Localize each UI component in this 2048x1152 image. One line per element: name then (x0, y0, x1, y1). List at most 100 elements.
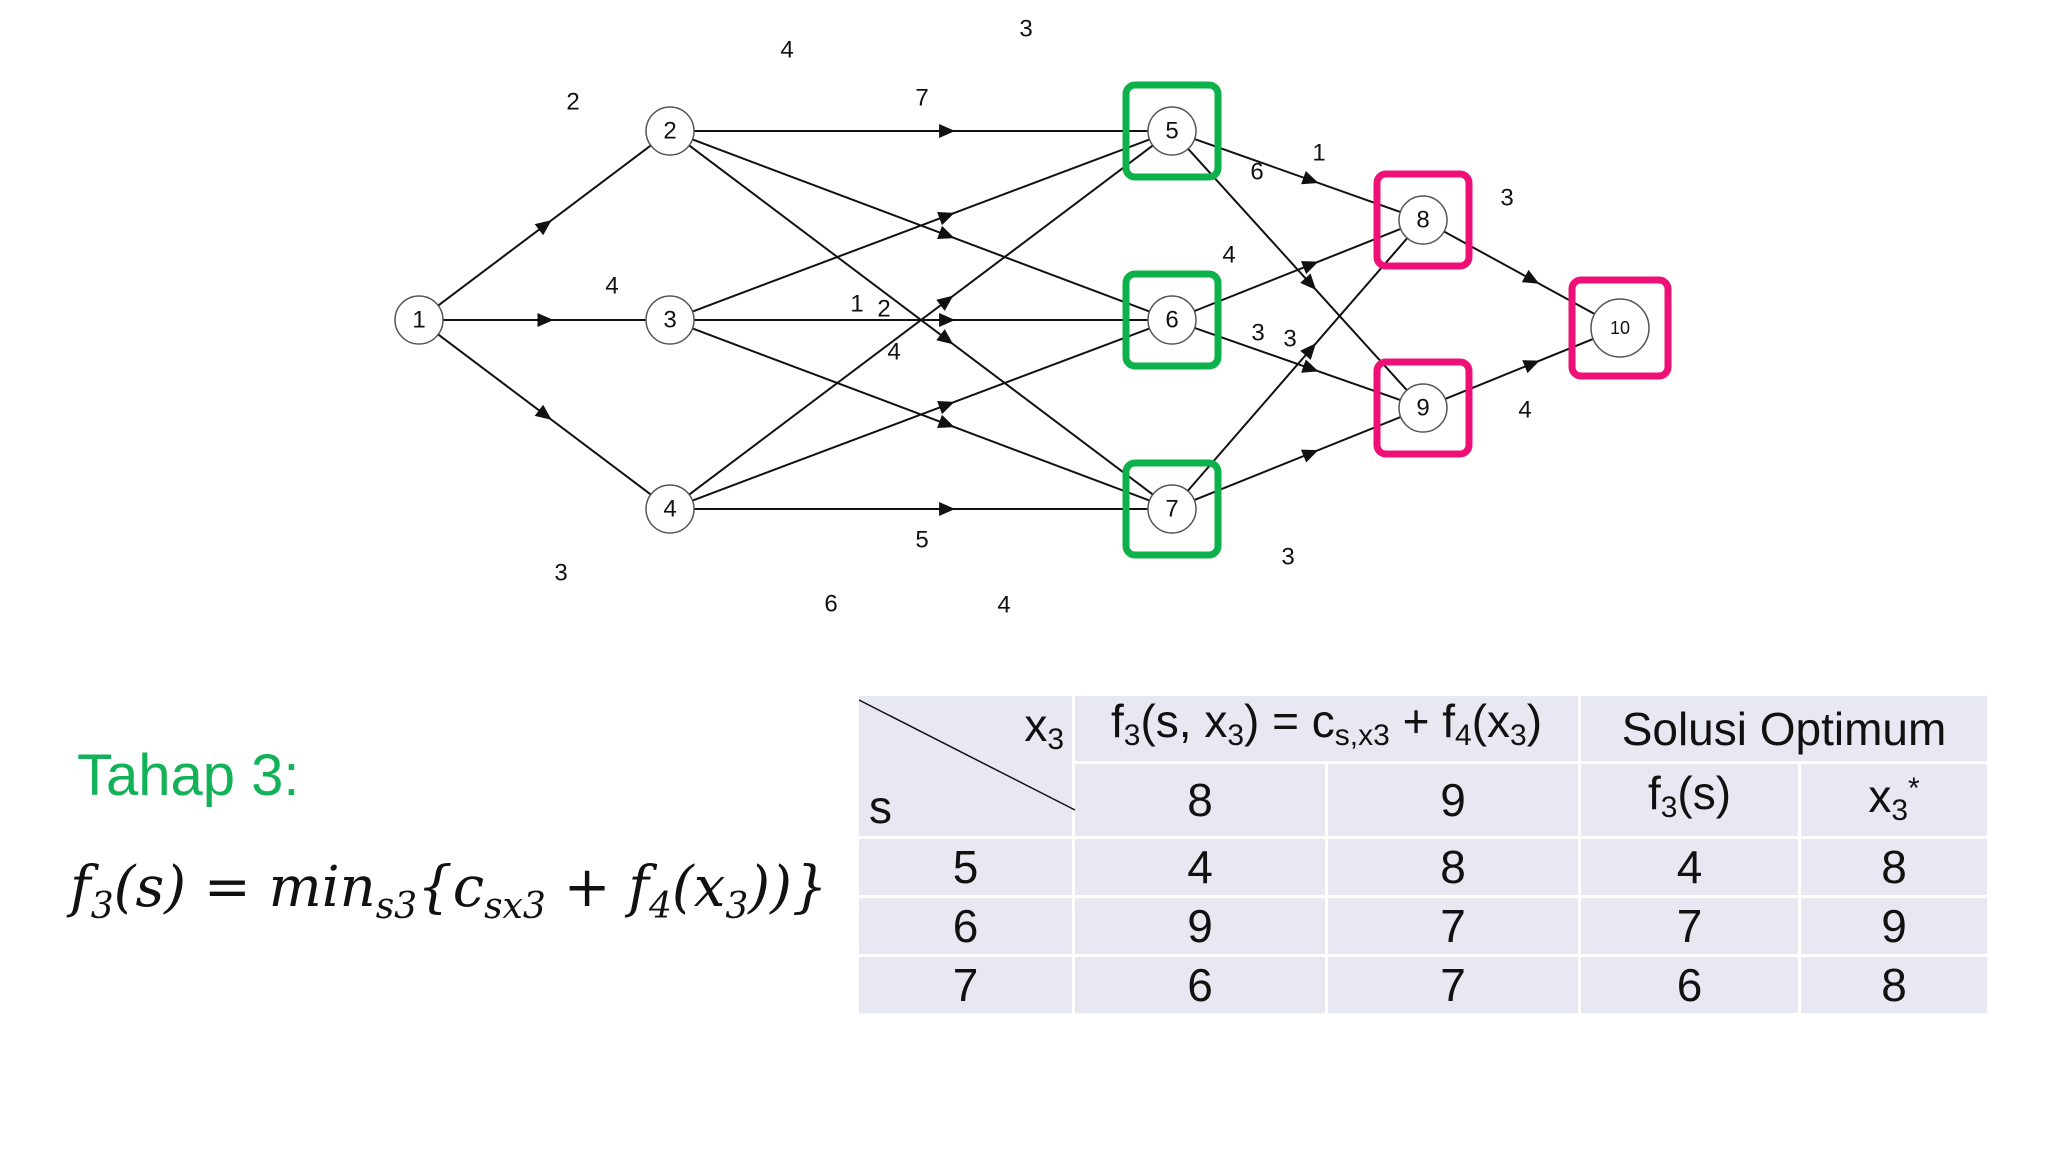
node-6-circle (1147, 295, 1197, 345)
corner-x-label: x3 (1024, 699, 1064, 756)
optimum-header: Solusi Optimum (1578, 693, 1991, 764)
highlight-box-node-9 (1373, 358, 1473, 458)
edge-4-5 (688, 144, 1154, 496)
cell-v8: 4 (1072, 836, 1328, 898)
edge-weight-label: 2 (566, 88, 579, 115)
edge-arrowhead-9-10 (1522, 360, 1540, 374)
edge-weight-label: 5 (915, 526, 928, 553)
cell-v8: 6 (1072, 954, 1328, 1016)
cell-f3: 4 (1578, 836, 1802, 898)
cost-formula-header: f3(s, x3) = cs,x3 + f4(x3) (1071, 693, 1582, 764)
node-5-circle (1147, 106, 1197, 156)
cell-f3: 6 (1578, 954, 1802, 1016)
highlight-box-node-6 (1122, 270, 1222, 370)
edge-weight-label: 4 (887, 338, 900, 365)
col-header-f3: f3(s) (1578, 761, 1802, 839)
cell-x3: 9 (1798, 895, 1991, 957)
edge-weight-label: 3 (1281, 543, 1294, 570)
edge-arrowhead-1-3 (537, 313, 554, 327)
col-header-9: 9 (1324, 761, 1582, 839)
edge-3-5 (692, 138, 1150, 313)
col-header-x3-star: x3* (1798, 761, 1991, 839)
edge-weight-label: 3 (1500, 184, 1513, 211)
edge-weight-label: 4 (997, 591, 1010, 618)
node-7-label: 7 (1165, 495, 1178, 522)
node-10-label: 10 (1610, 318, 1630, 338)
edge-arrowhead-2-5 (939, 124, 956, 138)
edge-arrowhead-6-8 (1300, 261, 1319, 275)
highlight-box-node-8 (1373, 170, 1473, 270)
edge-weight-label: 4 (1518, 396, 1531, 423)
node-9-circle (1398, 383, 1448, 433)
edge-weight-label: 3 (1283, 325, 1296, 352)
edge-weight-label: 3 (1251, 319, 1264, 346)
node-4-circle (645, 484, 695, 534)
edge-7-9 (1193, 416, 1402, 501)
node-1-circle (394, 295, 444, 345)
edge-arrowhead-7-9 (1300, 449, 1319, 463)
edge-arrowhead-3-6 (939, 313, 956, 327)
cell-s: 6 (856, 895, 1075, 957)
edge-weight-label: 1 (1312, 139, 1325, 166)
cell-s: 7 (856, 954, 1075, 1016)
cell-v9: 7 (1324, 954, 1582, 1016)
edge-arrowhead-4-5 (936, 295, 954, 311)
edge-weight-label: 6 (1250, 158, 1263, 185)
edge-4-6 (692, 327, 1150, 502)
node-1-label: 1 (412, 306, 425, 333)
node-2-circle (645, 106, 695, 156)
edge-weight-label: 3 (554, 559, 567, 586)
edge-arrowhead-4-6 (937, 400, 955, 415)
edge-arrowhead-6-9 (1301, 359, 1319, 373)
node-5-label: 5 (1165, 117, 1178, 144)
edge-arrowhead-1-4 (534, 404, 552, 420)
corner-diagonal (858, 699, 1076, 811)
stage-3-table: x3 s f3(s, x3) = cs,x3 + f4(x3) Solusi O… (856, 693, 1991, 1016)
node-8-label: 8 (1416, 206, 1429, 233)
edge-arrowhead-5-9 (1300, 273, 1317, 291)
edge-arrowhead-5-8 (1301, 171, 1319, 185)
edge-7-8 (1186, 237, 1409, 492)
node-7-circle (1147, 484, 1197, 534)
node-8-circle (1398, 195, 1448, 245)
cell-v9: 7 (1324, 895, 1582, 957)
node-3-label: 3 (663, 306, 676, 333)
edge-weight-label: 4 (1222, 241, 1235, 268)
edge-weight-label: 3 (1019, 15, 1032, 42)
edge-weight-label: 7 (915, 84, 928, 111)
edge-weight-label: 1 (850, 290, 863, 317)
cell-f3: 7 (1578, 895, 1802, 957)
cell-v8: 9 (1072, 895, 1328, 957)
highlight-box-node-5 (1122, 81, 1222, 181)
highlight-box-node-7 (1122, 459, 1222, 559)
col-header-8: 8 (1072, 761, 1328, 839)
edge-weight-label: 6 (824, 590, 837, 617)
edge-arrowhead-1-2 (534, 220, 552, 236)
edge-arrowhead-2-7 (936, 329, 954, 345)
node-3-circle (645, 295, 695, 345)
table-row: 5 4 8 4 8 (856, 836, 1991, 898)
edge-arrowhead-3-7 (937, 414, 955, 429)
edge-arrowhead-4-7 (939, 502, 956, 516)
edge-arrowhead-7-8 (1300, 343, 1316, 360)
cell-s: 5 (856, 836, 1075, 898)
cell-v9: 8 (1324, 836, 1582, 898)
node-6-label: 6 (1165, 306, 1178, 333)
node-2-label: 2 (663, 117, 676, 144)
highlight-box-node-10 (1568, 276, 1672, 380)
table-row: 7 6 7 6 8 (856, 954, 1991, 1016)
edge-5-8 (1194, 138, 1401, 213)
corner-s-label: s (869, 781, 892, 833)
recurrence-formula: f3(s) = mins3{csx3 + f4(x3))} (70, 855, 828, 927)
edge-6-8 (1193, 227, 1402, 313)
edge-arrowhead-8-10 (1521, 269, 1540, 284)
table-row: 6 9 7 7 9 (856, 895, 1991, 957)
edge-arrowhead-3-5 (937, 211, 955, 226)
cell-x3: 8 (1798, 954, 1991, 1016)
edge-weight-label: 2 (877, 295, 890, 322)
node-9-label: 9 (1416, 394, 1429, 421)
node-4-label: 4 (663, 495, 676, 522)
edge-weight-label: 4 (780, 36, 793, 63)
stage-title: Tahap 3: (77, 743, 300, 808)
